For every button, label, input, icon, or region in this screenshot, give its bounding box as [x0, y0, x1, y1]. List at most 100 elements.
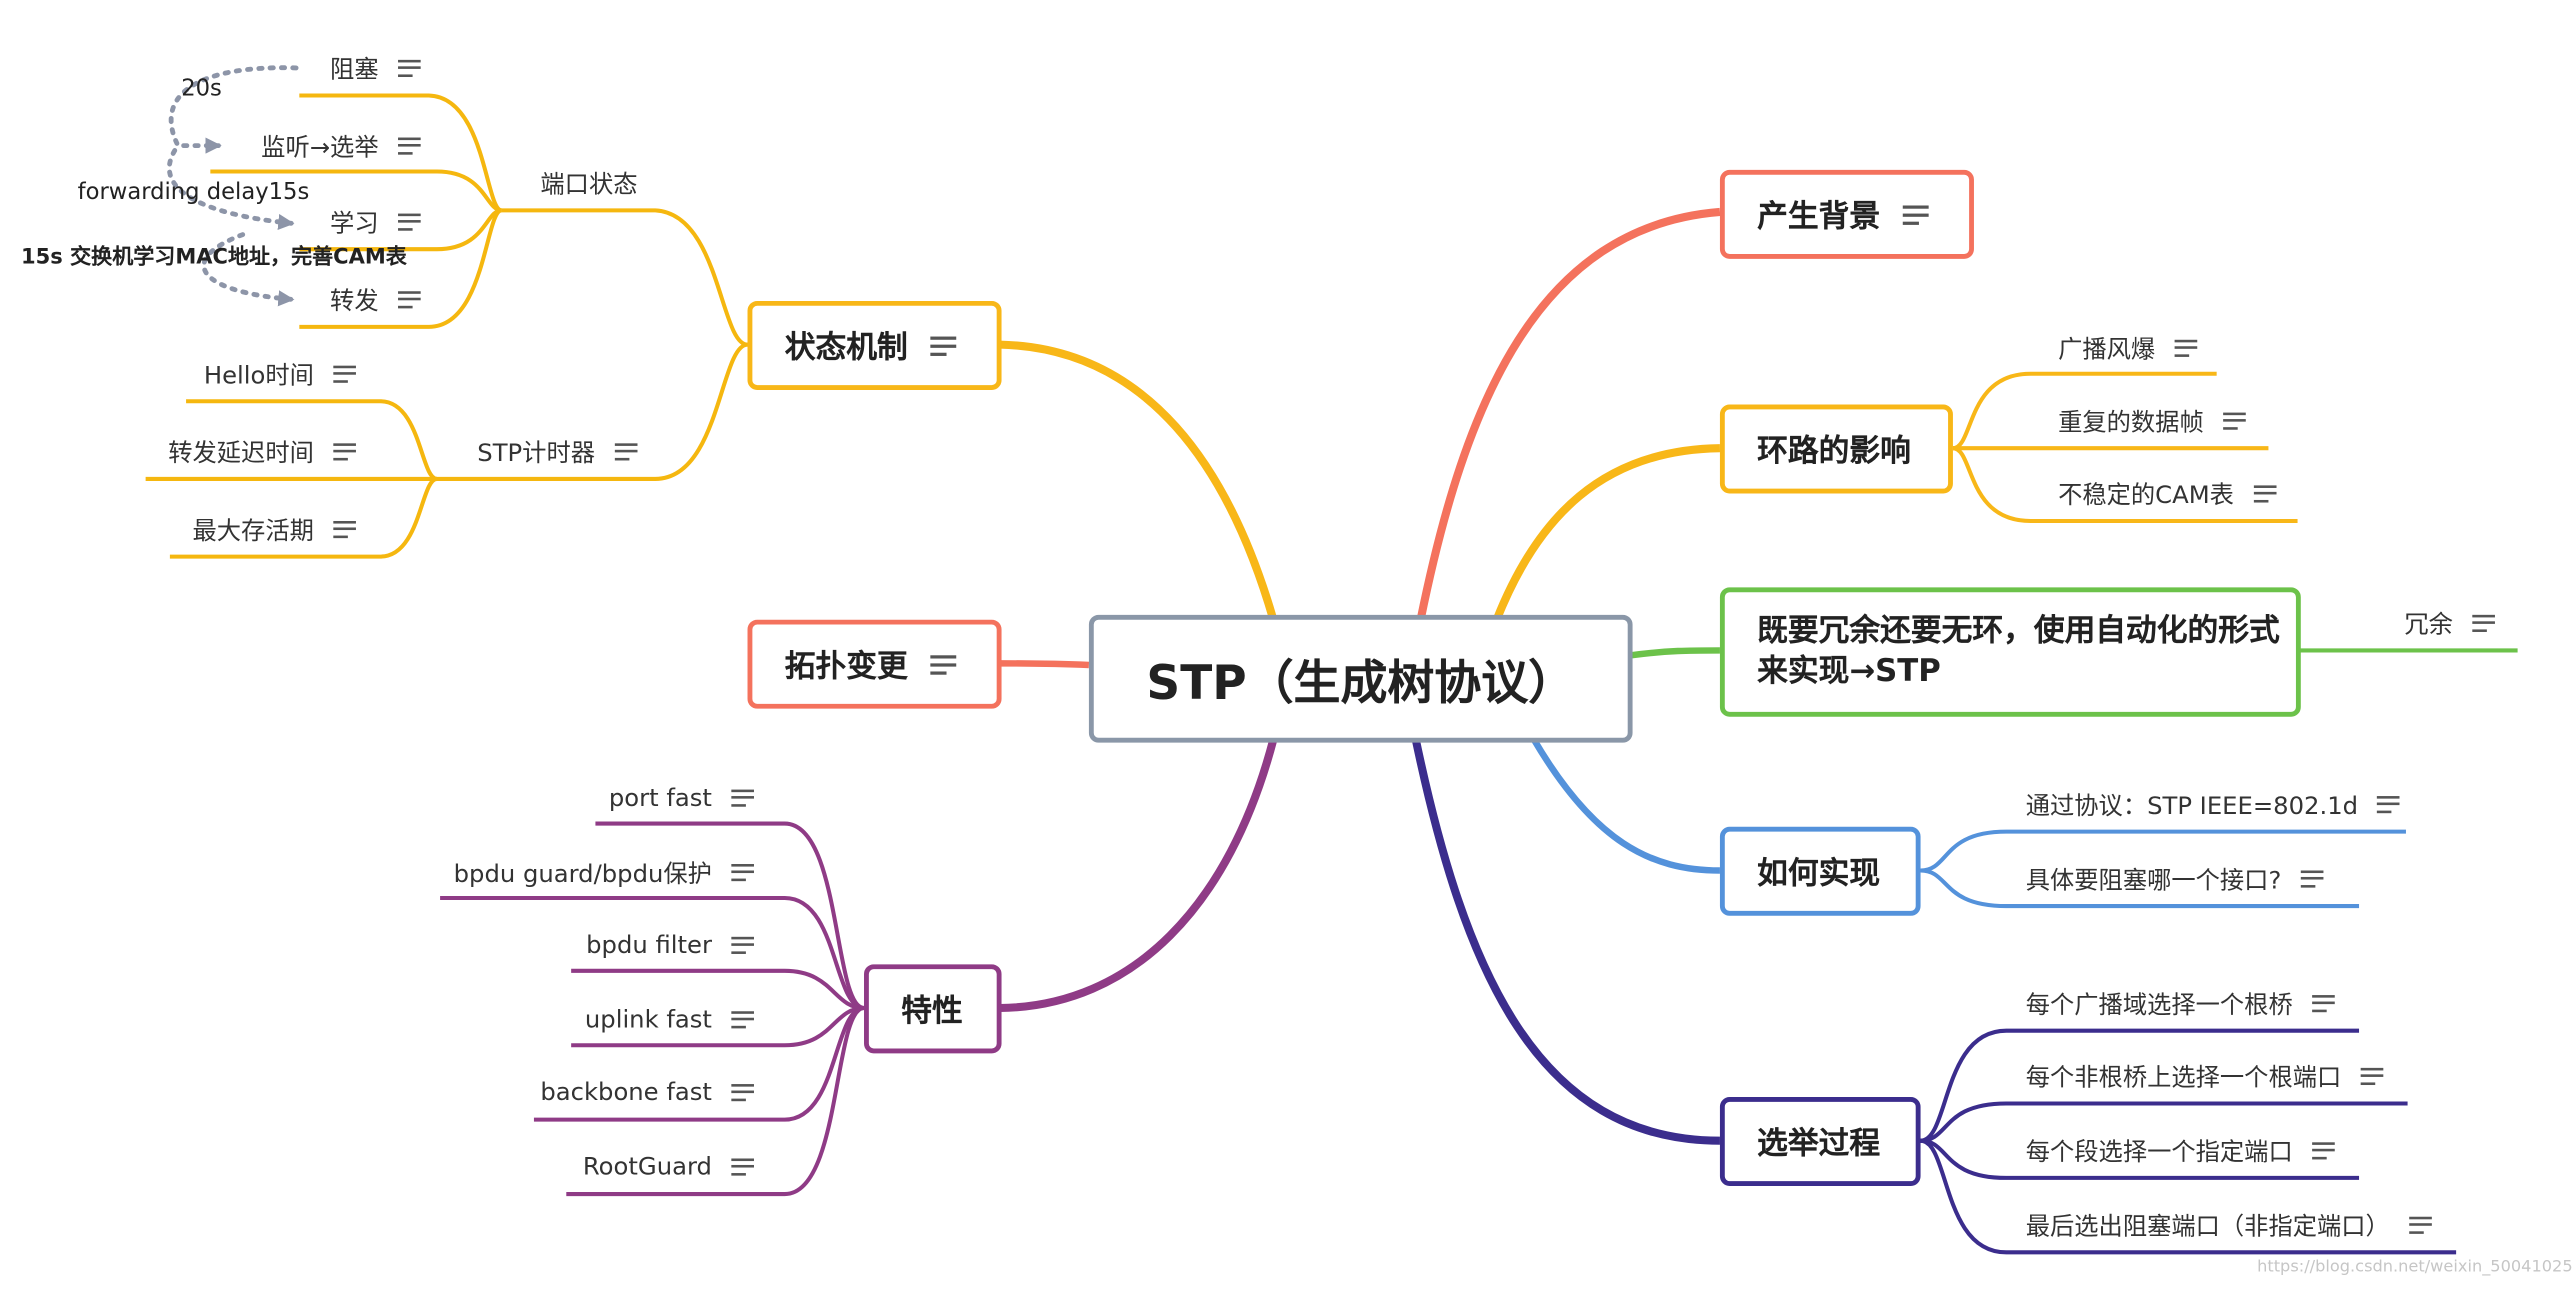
- subtopic-label: bpdu filter: [586, 930, 712, 960]
- note-icon[interactable]: [731, 1010, 754, 1029]
- note-icon[interactable]: [398, 212, 421, 231]
- topic-redundancy[interactable]: 既要冗余还要无环，使用自动化的形式来实现→STP: [1719, 587, 2301, 717]
- feature-rootguard[interactable]: RootGuard: [485, 1147, 754, 1186]
- link-root-background: [1416, 207, 1721, 621]
- loop-children-lines: [1952, 371, 2298, 524]
- note-icon[interactable]: [2253, 484, 2277, 503]
- subtopic-label: RootGuard: [582, 1152, 712, 1182]
- note-icon[interactable]: [2312, 1141, 2335, 1160]
- state-listening[interactable]: 监听→选举: [210, 126, 421, 165]
- subtopic-label: 不稳定的CAM表: [2058, 479, 2234, 509]
- subtopic-label: uplink fast: [584, 1004, 712, 1034]
- annotation-forwarding-delay: forwarding delay15s: [77, 179, 310, 206]
- subtopic-label: 冗余: [2404, 609, 2453, 639]
- note-icon[interactable]: [614, 442, 638, 461]
- subtopic-broadcast-storm[interactable]: 广播风爆: [2058, 328, 2198, 367]
- subtopic-port-state[interactable]: 端口状态: [540, 163, 637, 202]
- note-icon[interactable]: [731, 863, 754, 882]
- note-icon[interactable]: [731, 788, 754, 807]
- subtopic-unstable-cam[interactable]: 不稳定的CAM表: [2058, 474, 2277, 513]
- topic-topology-label: 拓扑变更: [784, 648, 908, 685]
- subtopic-label: bpdu guard/bpdu保护: [453, 858, 712, 888]
- subtopic-which-port[interactable]: 具体要阻塞哪一个接口?: [2026, 859, 2324, 898]
- state-blocking[interactable]: 阻塞: [243, 49, 421, 88]
- subtopic-label: 重复的数据帧: [2058, 406, 2204, 437]
- subtopic-label: 学习: [330, 207, 379, 238]
- subtopic-label: 每个非根桥上选择一个根端口: [2025, 1062, 2342, 1092]
- subtopic-duplicate-frames[interactable]: 重复的数据帧: [2058, 401, 2246, 440]
- topic-election-label: 选举过程: [1757, 1126, 1881, 1162]
- subtopic-label: 最后选出阻塞端口（非指定端口）: [2025, 1211, 2390, 1241]
- topic-redundancy-label: 既要冗余还要无环，使用自动化的形式来实现→STP: [1757, 613, 2280, 690]
- subtopic-label: 广播风爆: [2058, 334, 2156, 364]
- root-label: STP（生成树协议）: [1146, 654, 1576, 710]
- feature-backbone-fast[interactable]: backbone fast: [485, 1073, 754, 1112]
- subtopic-designated-port[interactable]: 每个段选择一个指定端口: [2026, 1131, 2335, 1170]
- link-root-how: [1531, 737, 1720, 874]
- note-icon[interactable]: [333, 520, 356, 538]
- feature-bpdu-filter[interactable]: bpdu filter: [485, 925, 754, 964]
- note-icon[interactable]: [2300, 869, 2324, 888]
- note-icon[interactable]: [731, 1083, 754, 1102]
- topic-topology[interactable]: 拓扑变更: [747, 619, 1002, 709]
- note-icon[interactable]: [2223, 411, 2246, 430]
- feature-port-fast[interactable]: port fast: [485, 778, 754, 817]
- note-icon[interactable]: [1902, 204, 1929, 225]
- topic-how[interactable]: 如何实现: [1719, 826, 1921, 916]
- state-forwarding[interactable]: 转发: [243, 280, 421, 319]
- topic-status[interactable]: 状态机制: [747, 300, 1002, 390]
- link-root-loop: [1492, 444, 1720, 622]
- note-icon[interactable]: [930, 335, 957, 356]
- subtopic-label: Hello时间: [203, 360, 314, 390]
- subtopic-blocked-port[interactable]: 最后选出阻塞端口（非指定端口）: [2026, 1205, 2432, 1244]
- link-root-redundancy: [1630, 647, 1720, 659]
- root-topic[interactable]: STP（生成树协议）: [1088, 614, 1633, 743]
- subtopic-root-port[interactable]: 每个非根桥上选择一个根端口: [2026, 1057, 2384, 1096]
- subtopic-label: 具体要阻塞哪一个接口?: [2025, 864, 2282, 894]
- timer-max-age[interactable]: 最大存活期: [146, 510, 356, 549]
- subtopic-root-bridge[interactable]: 每个广播域选择一个根桥: [2026, 984, 2335, 1023]
- state-learning[interactable]: 学习: [243, 202, 421, 241]
- subtopic-label: 端口状态: [540, 169, 638, 199]
- topic-loop[interactable]: 环路的影响: [1719, 404, 1953, 494]
- topic-how-label: 如何实现: [1757, 855, 1881, 892]
- subtopic-redundant[interactable]: 冗余: [2404, 604, 2495, 643]
- topic-background[interactable]: 产生背景: [1719, 169, 1974, 259]
- note-icon[interactable]: [2377, 795, 2401, 814]
- topic-loop-label: 环路的影响: [1757, 433, 1911, 470]
- subtopic-label: 阻塞: [330, 54, 379, 84]
- note-icon[interactable]: [2174, 338, 2198, 357]
- note-icon[interactable]: [731, 936, 754, 954]
- subtopic-label: 转发延迟时间: [168, 437, 314, 467]
- subtopic-label: 每个段选择一个指定端口: [2025, 1136, 2293, 1166]
- topic-features[interactable]: 特性: [864, 964, 1002, 1054]
- note-icon[interactable]: [731, 1157, 754, 1176]
- subtopic-label: port fast: [608, 783, 712, 813]
- note-icon[interactable]: [398, 59, 421, 77]
- topic-election[interactable]: 选举过程: [1719, 1097, 1921, 1186]
- note-icon[interactable]: [398, 136, 421, 155]
- feature-bpdu-guard[interactable]: bpdu guard/bpdu保护: [405, 853, 754, 892]
- subtopic-stp-timer[interactable]: STP计时器: [477, 432, 638, 471]
- note-icon[interactable]: [930, 654, 957, 674]
- feature-uplink-fast[interactable]: uplink fast: [485, 1000, 754, 1039]
- note-icon[interactable]: [2360, 1067, 2384, 1085]
- subtopic-protocol[interactable]: 通过协议：STP IEEE=802.1d: [2025, 785, 2401, 824]
- note-icon[interactable]: [2312, 994, 2335, 1013]
- watermark: https://blog.csdn.net/weixin_50041025: [2257, 1258, 2573, 1277]
- note-icon[interactable]: [333, 364, 356, 383]
- subtopic-label: STP计时器: [477, 437, 595, 467]
- timer-forward-delay[interactable]: 转发延迟时间: [129, 432, 356, 471]
- timer-hello[interactable]: Hello时间: [162, 354, 356, 393]
- link-root-topology: [999, 660, 1090, 669]
- link-root-features: [999, 738, 1278, 1013]
- subtopic-label: 通过协议：STP IEEE=802.1d: [2025, 790, 2359, 820]
- subtopic-label: backbone fast: [540, 1077, 712, 1107]
- note-icon[interactable]: [2409, 1215, 2432, 1234]
- topic-status-label: 状态机制: [784, 330, 908, 366]
- note-icon[interactable]: [333, 442, 356, 461]
- note-icon[interactable]: [2472, 614, 2495, 632]
- note-icon[interactable]: [398, 290, 421, 309]
